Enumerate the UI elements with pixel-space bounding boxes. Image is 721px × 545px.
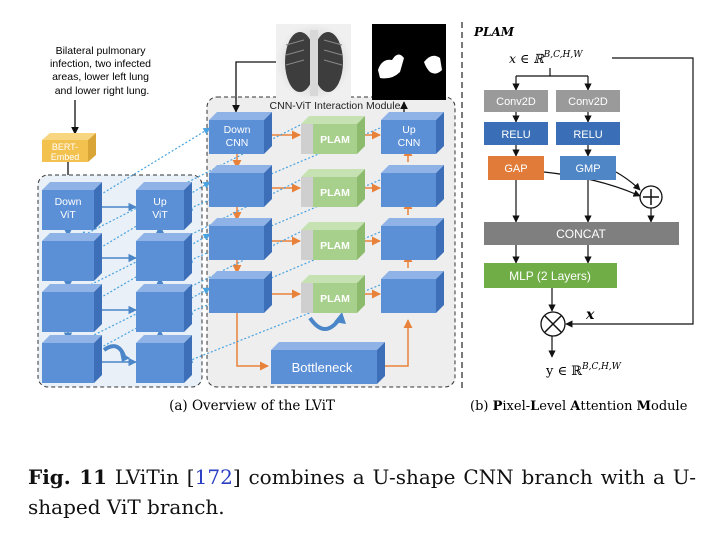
- x-label: x: [585, 307, 595, 323]
- panel-a-caption: (a) Overview of the LViT: [169, 398, 335, 414]
- conv2d-right-block: Conv2D: [556, 90, 620, 112]
- plam-label: PLAM: [320, 134, 350, 146]
- svg-text:RELU: RELU: [573, 129, 602, 141]
- conv2d-left-block: Conv2D: [484, 90, 548, 112]
- relu-right-block: RELU: [556, 122, 620, 145]
- plam-block-3: PLAM: [301, 222, 365, 260]
- vit-up-block-4: [136, 335, 192, 383]
- svg-text:Conv2D: Conv2D: [496, 96, 536, 108]
- vit-curved-arrow: [102, 344, 126, 357]
- cnn-up-block-2: [381, 165, 444, 207]
- panel-b-caption: (b) Pixel-Level Attention Module: [470, 399, 688, 414]
- plam-label: PLAM: [320, 240, 350, 252]
- output-label: y ∈ ℝB,C,H,W: [545, 362, 622, 379]
- vit-up-block-3: [136, 284, 192, 332]
- plus-operator: [639, 185, 663, 209]
- plam-label: PLAM: [320, 187, 350, 199]
- cnn-up-block-3: [381, 218, 444, 260]
- vit-up-block-2: [136, 233, 192, 281]
- vit-block-4: [42, 335, 102, 383]
- caption-text-2: ] combines a U-shape CNN branch with a U…: [28, 465, 697, 519]
- gap-block: GAP: [488, 156, 544, 180]
- multiply-operator: [540, 311, 566, 337]
- svg-text:RELU: RELU: [501, 129, 530, 141]
- plam-block-1: PLAM: [301, 116, 365, 154]
- cnn-up-block-4: [381, 271, 444, 313]
- citation-link[interactable]: 172: [194, 465, 233, 489]
- svg-text:GMP: GMP: [575, 163, 600, 175]
- down-cnn-block: [209, 112, 272, 154]
- vit-block-3: [42, 284, 102, 332]
- figure-caption: Fig. 11 LViTin [172] combines a U-shape …: [28, 462, 696, 522]
- vit-block-2: [42, 233, 102, 281]
- plam-block-2: PLAM: [301, 169, 365, 207]
- caption-text-1: LViTin [: [107, 465, 195, 489]
- svg-text:Conv2D: Conv2D: [568, 96, 608, 108]
- input-text: Bilateral pulmonary infection, two infec…: [50, 45, 154, 97]
- plam-block-4: PLAM: [301, 275, 365, 313]
- cnn-block-3: [209, 218, 272, 260]
- cnn-block-2: [209, 165, 272, 207]
- cnn-block-4: [209, 271, 272, 313]
- down-vit-block: [42, 182, 102, 230]
- concat-block: CONCAT: [484, 222, 679, 245]
- plam-title: PLAM: [473, 25, 515, 39]
- up-vit-block: [136, 182, 192, 230]
- xray-image: [276, 24, 351, 100]
- module-title: CNN-ViT Interaction Module: [270, 100, 401, 112]
- bottleneck-block: Bottleneck: [271, 342, 385, 384]
- svg-text:MLP (2 Layers): MLP (2 Layers): [509, 269, 591, 283]
- figure-label: Fig. 11: [28, 465, 108, 489]
- mask-image: [372, 24, 446, 100]
- gmp-block: GMP: [560, 156, 616, 180]
- svg-text:BERT-Embed: BERT-Embed: [51, 142, 80, 162]
- mlp-block: MLP (2 Layers): [484, 263, 617, 288]
- up-cnn-block: [381, 112, 444, 154]
- relu-left-block: RELU: [484, 122, 548, 145]
- plam-label: PLAM: [320, 293, 350, 305]
- bert-embed-block: BERT-Embed: [42, 133, 96, 162]
- svg-text:CONCAT: CONCAT: [556, 227, 606, 241]
- svg-text:Bottleneck: Bottleneck: [292, 360, 353, 375]
- svg-text:GAP: GAP: [504, 163, 527, 175]
- input-label: x ∈ ℝB,C,H,W: [509, 50, 583, 66]
